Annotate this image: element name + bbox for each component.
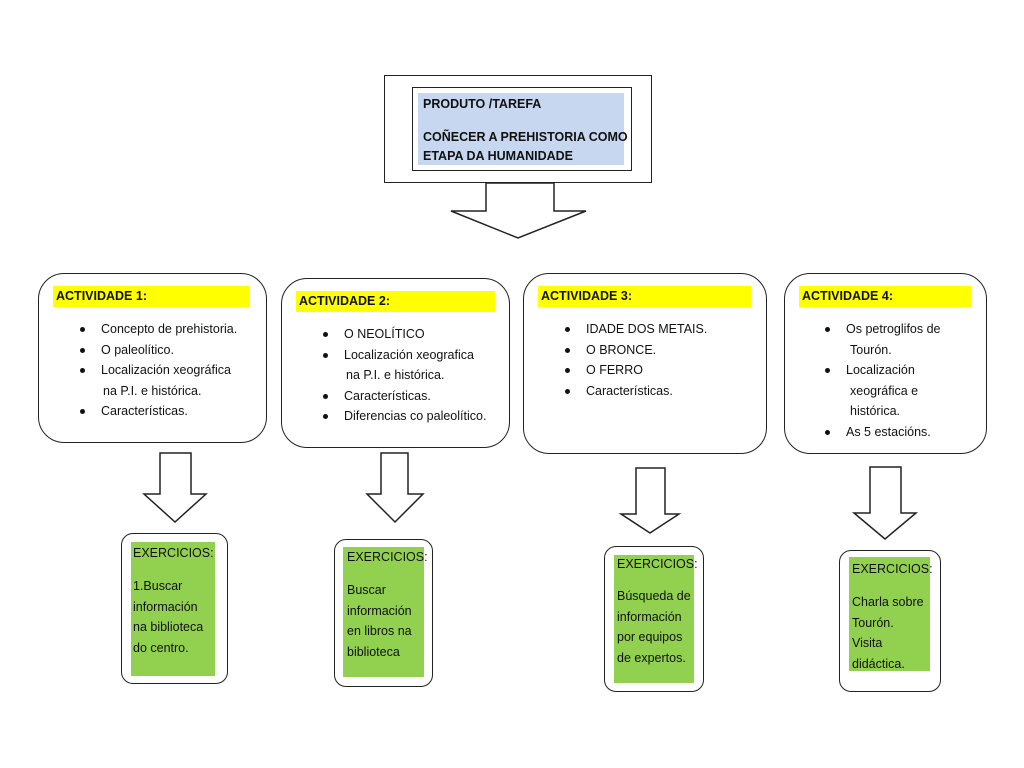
list-item-continuation: Tourón. (850, 342, 892, 357)
exercise-1-fill (131, 542, 215, 676)
exercise-line: información (133, 599, 198, 614)
product-task-line: COÑECER A PREHISTORIA COMO (423, 130, 628, 144)
product-task: COÑECER A PREHISTORIA COMO ETAPA DA HUMA… (423, 128, 628, 166)
activity-3-title: ACTIVIDADE 3: (538, 286, 751, 307)
exercise-3-fill (614, 555, 694, 683)
exercise-line: didáctica. (852, 656, 905, 671)
exercise-3-title: EXERCICIOS: (617, 557, 698, 571)
exercise-2-fill (343, 547, 424, 677)
exercise-line: Búsqueda de (617, 589, 691, 603)
list-item: IDADE DOS METAIS. (563, 319, 758, 340)
activity-2-title: ACTIVIDADE 2: (296, 291, 495, 312)
exercise-line: de expertos. (617, 650, 686, 665)
activity-2-list: O NEOLÍTICO Localización xeografica na P… (321, 324, 509, 427)
arrow-product-down (450, 182, 587, 239)
list-item: O paleolítico. (78, 340, 263, 361)
activity-1-list: Concepto de prehistoria. O paleolítico. … (78, 319, 263, 422)
activity-1-title: ACTIVIDADE 1: (53, 286, 250, 307)
exercise-line: Tourón. (852, 615, 894, 630)
list-item: Diferencias co paleolítico. (321, 406, 509, 427)
exercise-line: información (347, 603, 412, 618)
exercise-line: información (617, 609, 682, 624)
exercise-1-text: 1.Buscar información na biblioteca do ce… (133, 576, 203, 658)
list-item: Localización xeográfica (78, 360, 263, 381)
exercise-2-title: EXERCICIOS: (347, 550, 428, 564)
list-item-continuation: histórica. (850, 404, 901, 418)
exercise-line: en libros na (347, 624, 412, 638)
list-item-continuation: na P.I. e histórica. (103, 383, 202, 398)
activity-3-list: IDADE DOS METAIS. O BRONCE. O FERRO Cara… (563, 319, 758, 401)
exercise-line: Buscar (347, 583, 386, 597)
activity-4-box: ACTIVIDADE 4: Os petroglifos de Tourón. … (784, 273, 987, 454)
product-label: PRODUTO /TAREFA (423, 97, 542, 111)
exercise-line: Visita (852, 636, 883, 650)
arrow-activity1-down (142, 452, 208, 524)
list-item: Características. (321, 386, 509, 407)
list-item: Os petroglifos de (823, 319, 983, 340)
activity-4-title: ACTIVIDADE 4: (799, 286, 971, 307)
exercise-line: 1.Buscar (133, 579, 183, 593)
product-task-line: ETAPA DA HUMANIDADE (423, 149, 573, 163)
exercise-3-text: Búsqueda de información por equipos de e… (617, 586, 691, 668)
arrow-activity4-down (851, 466, 919, 540)
exercise-line: do centro. (133, 640, 189, 655)
activity-3-box: ACTIVIDADE 3: IDADE DOS METAIS. O BRONCE… (523, 273, 767, 454)
exercise-2-text: Buscar información en libros na bibliote… (347, 580, 412, 662)
list-item: O FERRO (563, 360, 758, 381)
activity-4-list: Os petroglifos de Tourón. Localización x… (823, 319, 983, 442)
list-item: Concepto de prehistoria. (78, 319, 263, 340)
list-item: Características. (78, 401, 263, 422)
arrow-activity2-down (365, 452, 425, 524)
list-item: Características. (563, 381, 758, 402)
list-item-continuation: na P.I. e histórica. (346, 368, 445, 382)
product-fill (418, 93, 624, 165)
exercise-line: por equipos (617, 630, 683, 644)
activity-1-box: ACTIVIDADE 1: Concepto de prehistoria. O… (38, 273, 267, 443)
exercise-4-fill (849, 557, 930, 671)
exercise-line: Charla sobre (852, 595, 924, 609)
exercise-line: na biblioteca (133, 620, 204, 634)
exercise-1-title: EXERCICIOS: (133, 546, 214, 560)
arrow-activity3-down (618, 467, 682, 534)
list-item: O NEOLÍTICO (321, 324, 509, 345)
list-item: As 5 estacións. (823, 422, 983, 443)
list-item: Localización xeografica (321, 345, 509, 366)
exercise-line: biblioteca (347, 644, 400, 659)
exercise-4-text: Charla sobre Tourón. Visita didáctica. (852, 592, 924, 674)
list-item: Localización (823, 360, 983, 381)
activity-2-box: ACTIVIDADE 2: O NEOLÍTICO Localización x… (281, 278, 510, 448)
list-item: O BRONCE. (563, 340, 758, 361)
list-item-continuation: xeográfica e (850, 383, 919, 398)
exercise-4-title: EXERCICIOS: (852, 562, 933, 576)
